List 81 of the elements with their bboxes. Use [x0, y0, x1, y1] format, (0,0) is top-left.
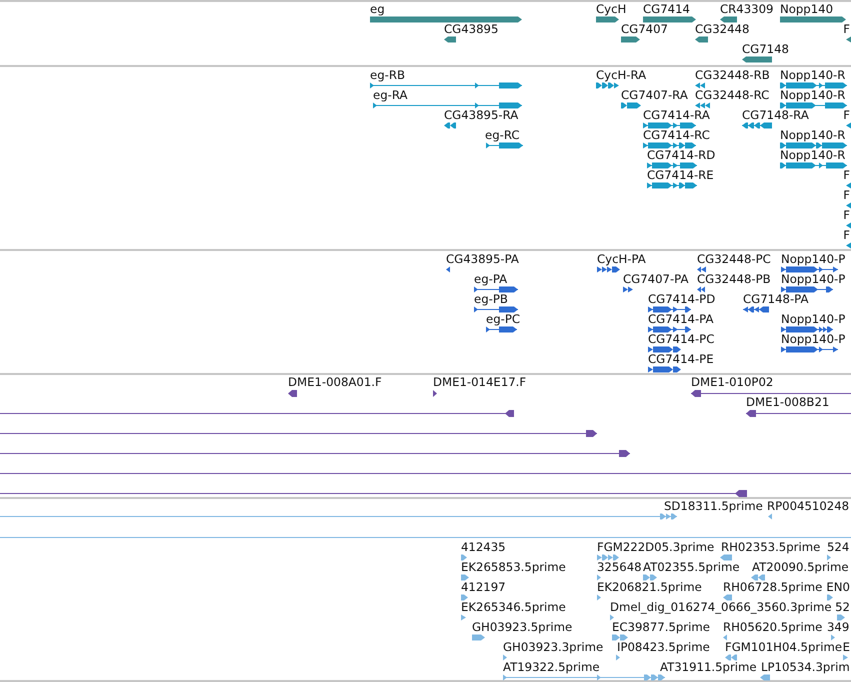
est-label: IP08423.5prime — [617, 640, 710, 654]
transcript-label: CG7414-RE — [647, 168, 714, 182]
est-label: AT02355.5prime — [643, 560, 740, 574]
protein-label: eg-PB — [474, 292, 508, 306]
protein-label: eg-PC — [486, 312, 520, 326]
clone-label: DME1-008B21 — [746, 395, 830, 409]
clone-label: DME1-008A01.F — [288, 375, 382, 389]
est-label: RP004510248 — [767, 499, 850, 513]
transcript-label: CG32448-RC — [695, 88, 770, 102]
gene-label: CycH — [596, 2, 626, 16]
est-label: FGM222D05.3prime — [597, 540, 714, 554]
est-label: AT20090.5prime — [752, 560, 849, 574]
transcript-label: F — [843, 168, 850, 182]
transcript-label: eg-RC — [485, 128, 520, 142]
protein-label: Nopp140-P — [781, 332, 846, 346]
protein-label: CG32448-PB — [697, 272, 771, 286]
transcript-label: Nopp140-R — [780, 148, 846, 162]
gene-label: F — [843, 22, 850, 36]
est-label: SD18311.5prime — [664, 499, 763, 513]
protein-label: CycH-PA — [597, 252, 646, 266]
est-label: AT31911.5prime — [660, 660, 757, 674]
est-label: 325648 — [597, 560, 642, 574]
est-label: EK206821.5prime — [597, 580, 702, 594]
transcript-label: Nopp140-R — [780, 88, 846, 102]
transcript-label: CG43895-RA — [444, 108, 518, 122]
est-label: GH03923.5prime — [472, 620, 572, 634]
gene-label: CG7407 — [621, 22, 668, 36]
protein-label: Nopp140-P — [781, 272, 846, 286]
transcript-label: eg-RB — [370, 68, 405, 82]
transcript-label: Nopp140-R — [780, 68, 846, 82]
protein-label: CG7407-PA — [623, 272, 688, 286]
est-label: RH02353.5prime — [721, 540, 820, 554]
est-label: RH05620.5prime — [723, 620, 822, 634]
est-label: EC39877.5prime — [612, 620, 710, 634]
clone-label: DME1-014E17.F — [433, 375, 526, 389]
est-label: GH03923.3prime — [503, 640, 604, 654]
transcript-label: CycH-RA — [596, 68, 646, 82]
est-label: E — [842, 640, 850, 654]
gene-label: CR43309 — [720, 2, 774, 16]
est-label: EK265346.5prime — [461, 600, 566, 614]
gene-label: Nopp140 — [780, 2, 834, 16]
transcript-label: CG7148-RA — [742, 108, 809, 122]
est-label: AT19322.5prime — [503, 660, 600, 674]
transcript-label: F — [843, 188, 850, 202]
gene-label: CG32448 — [695, 22, 750, 36]
est-label: EK265853.5prime — [461, 560, 566, 574]
protein-label: CG7414-PC — [648, 332, 714, 346]
transcript-label: CG7414-RA — [643, 108, 710, 122]
est-label: FGM101H04.5prime — [725, 640, 842, 654]
transcript-label: CG7407-RA — [621, 88, 688, 102]
gene-label: CG7148 — [742, 42, 789, 56]
est-label: LP10534.3prim — [761, 660, 850, 674]
transcript-label: Nopp140-R — [780, 128, 846, 142]
gene-label: CG7414 — [643, 2, 690, 16]
protein-label: CG7148-PA — [743, 292, 808, 306]
gene-label: eg — [370, 2, 385, 16]
est-label: 349 — [827, 620, 850, 634]
transcript-label: F — [843, 108, 850, 122]
est-label: 524 — [827, 540, 850, 554]
clone-label: DME1-010P02 — [691, 375, 774, 389]
protein-label: CG7414-PE — [648, 352, 714, 366]
est-label: RH06728.5prime — [723, 580, 822, 594]
est-label: EN0 — [826, 580, 850, 594]
protein-label: Nopp140-P — [781, 312, 846, 326]
transcript-label: F — [843, 208, 850, 222]
protein-label: CG7414-PA — [648, 312, 714, 326]
gene-label: CG43895 — [444, 22, 498, 36]
transcript-label: CG32448-RB — [695, 68, 770, 82]
protein-label: CG7414-PD — [648, 292, 716, 306]
protein-label: CG43895-PA — [446, 252, 519, 266]
est-label: Dmel_dig_016274_0666_3560.3prime — [610, 600, 832, 614]
est-label: 412435 — [461, 540, 506, 554]
protein-label: CG32448-PC — [697, 252, 771, 266]
transcript-label: CG7414-RC — [643, 128, 710, 142]
protein-label: Nopp140-P — [781, 252, 846, 266]
transcript-label: F — [843, 228, 850, 242]
transcript-label: CG7414-RD — [647, 148, 716, 162]
protein-label: eg-PA — [474, 272, 508, 286]
est-label: 52 — [835, 600, 850, 614]
est-label: 412197 — [461, 580, 506, 594]
transcript-label: eg-RA — [373, 88, 408, 102]
